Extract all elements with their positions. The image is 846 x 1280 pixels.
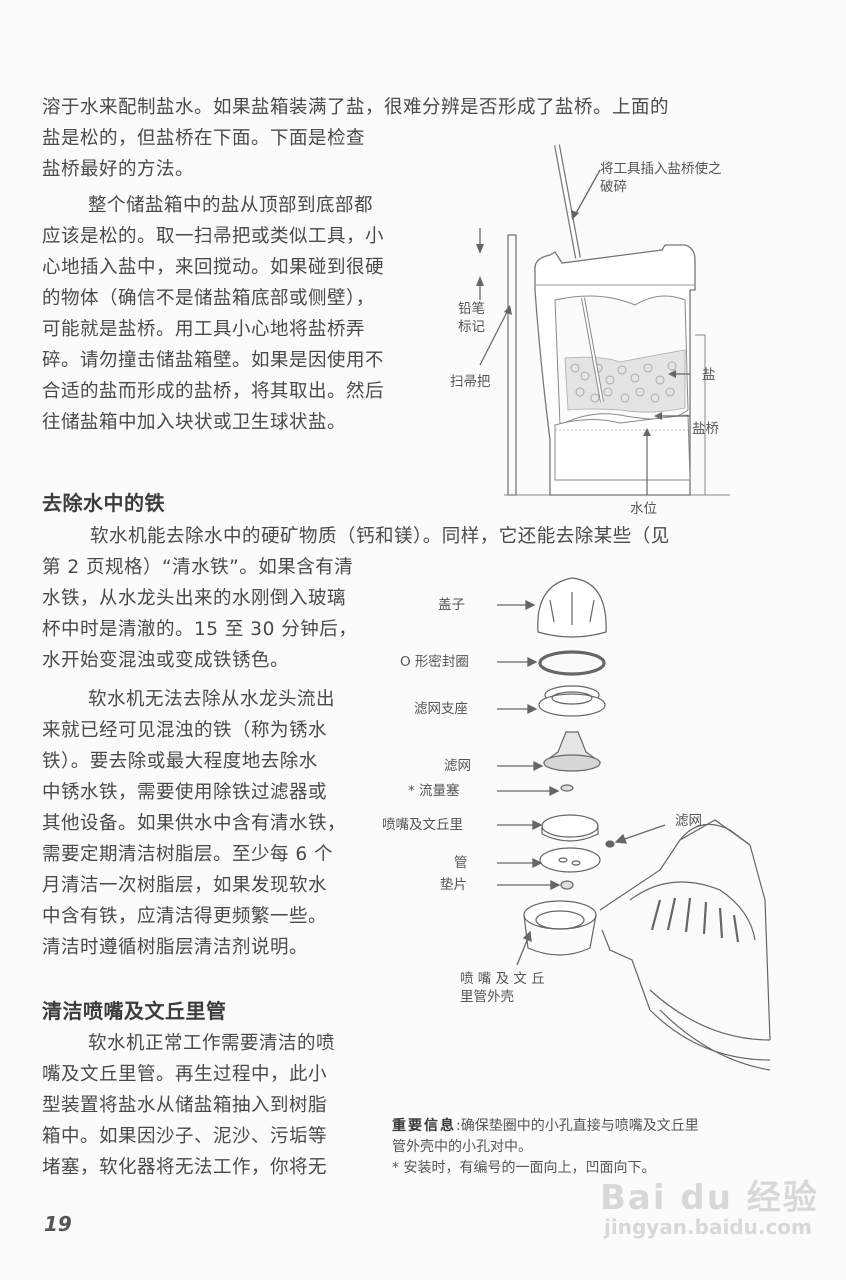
- text-line: 中含有铁，应清洁得更频繁一些。: [42, 906, 328, 927]
- text-line: 杯中时是清澈的。15 至 30 分钟后，: [42, 619, 358, 640]
- baidu-watermark: Bai du 经验: [600, 1178, 819, 1218]
- text-line: 盐是松的，但盐桥在下面。下面是检查: [42, 128, 366, 149]
- nozzle-venturi-illustration: [497, 577, 771, 1071]
- text-line: 需要定期清洁树脂层。至少每 6 个: [42, 844, 334, 865]
- text-line: 水铁，从水龙头出来的水刚倒入玻璃: [42, 588, 347, 609]
- text-line: 软水机正常工作需要清洁的喷: [88, 1033, 336, 1054]
- salt-tank-figure: 将工具插入盐桥使之 破碎 铅笔 标记 扫帚把 盐 盐桥 水位: [440, 140, 770, 520]
- label-cap: 盖子: [438, 597, 465, 613]
- label-screen-right: 滤网: [675, 813, 702, 829]
- caption-line-2: 管外壳中的小孔对中。: [392, 1139, 532, 1155]
- caption-text: :确保垫圈中的小孔直接与喷嘴及文丘里: [456, 1118, 699, 1134]
- label-line: 标记: [458, 319, 485, 335]
- text-line: 合适的盐而形成的盐桥，将其取出。然后: [42, 381, 385, 402]
- page-number: 19: [44, 1212, 72, 1236]
- text-line: 整个储盐箱中的盐从顶部到底部都: [88, 195, 374, 216]
- label-line: 将工具插入盐桥使之: [600, 161, 722, 177]
- intro-paragraph: 溶于水来配制盐水。如果盐箱装满了盐，很难分辨是否形成了盐桥。上面的 盐是松的，但…: [42, 92, 669, 185]
- label-screen-support: 滤网支座: [414, 701, 468, 717]
- label-broom-handle: 扫帚把: [450, 374, 491, 390]
- text-line: 来就已经可见混浊的铁（称为锈水: [42, 720, 328, 741]
- text-line: 软水机能去除水中的硬矿物质（钙和镁）。同样，它还能去除某些（见: [90, 526, 670, 547]
- text-line: 月清洁一次树脂层，如果发现软水: [42, 875, 328, 896]
- label-salt-bridge: 盐桥: [692, 421, 719, 437]
- label-nozzle-venturi: 喷嘴及文丘里: [382, 817, 463, 833]
- text-line: 应该是松的。取一扫帚把或类似工具，小: [42, 226, 385, 247]
- text-line: 箱中。如果因沙子、泥沙、污垢等: [42, 1126, 328, 1147]
- text-line: 堵塞，软化器将无法工作，你将无: [42, 1157, 328, 1178]
- salt-bridge-paragraph: 整个储盐箱中的盐从顶部到底部都 应该是松的。取一扫帚把或类似工具，小 心地插入盐…: [42, 190, 384, 438]
- text-line: 碎。请勿撞击储盐箱壁。如果是因使用不: [42, 350, 385, 371]
- text-line: 铁）。要去除或最大程度地去除水: [42, 751, 318, 772]
- section-heading-nozzle: 清洁喷嘴及文丘里管: [42, 999, 227, 1023]
- text-line: 盐桥最好的方法。: [42, 159, 195, 180]
- label-gasket: 垫片: [440, 877, 467, 893]
- iron-paragraph-1: 软水机能去除水中的硬矿物质（钙和镁）。同样，它还能去除某些（见 第 2 页规格）…: [42, 521, 670, 676]
- nozzle-venturi-figure: 盖子 O 形密封圈 滤网支座 滤网 * 流量塞 喷嘴及文丘里 管 垫片 滤网 喷…: [370, 570, 830, 1110]
- label-line: 破碎: [600, 179, 627, 195]
- text-line: 型装置将盐水从储盐箱抽入到树脂: [42, 1095, 328, 1116]
- label-line: 喷 嘴 及 文 丘: [460, 971, 545, 987]
- section-heading-iron: 去除水中的铁: [42, 491, 165, 515]
- text-line: 嘴及文丘里管。再生过程中，此小: [42, 1064, 328, 1085]
- text-line: 清洁时遵循树脂层清洁剂说明。: [42, 937, 309, 958]
- salt-tank-illustration: [476, 144, 730, 496]
- figure-caption: 重要信息:确保垫圈中的小孔直接与喷嘴及文丘里 管外壳中的小孔对中。 * 安装时，…: [392, 1116, 699, 1179]
- text-line: 软水机无法去除从水龙头流出: [88, 689, 336, 710]
- label-screen: 滤网: [444, 758, 471, 774]
- text-line: 心地插入盐中，来回搅动。如果碰到很硬: [42, 257, 385, 278]
- text-line: 第 2 页规格）“清水铁”。如果含有清: [42, 557, 354, 578]
- text-line: 往储盐箱中加入块状或卫生球状盐。: [42, 412, 347, 433]
- label-tube: 管: [454, 855, 468, 871]
- label-insert-tool: 将工具插入盐桥使之 破碎: [600, 160, 722, 196]
- nozzle-paragraph: 软水机正常工作需要清洁的喷 嘴及文丘里管。再生过程中，此小 型装置将盐水从储盐箱…: [42, 1028, 335, 1183]
- iron-paragraph-2: 软水机无法去除从水龙头流出 来就已经可见混浊的铁（称为锈水 铁）。要去除或最大程…: [42, 684, 346, 963]
- baidu-watermark-url: jingyan.baidu.com: [604, 1215, 812, 1239]
- caption-important-label: 重要信息: [392, 1118, 456, 1134]
- text-line: 水开始变混浊或变成铁锈色。: [42, 650, 290, 671]
- label-line: 里管外壳: [460, 989, 514, 1005]
- text-line: 可能就是盐桥。用工具小心地将盐桥弄: [42, 319, 366, 340]
- label-salt: 盐: [702, 367, 716, 383]
- label-housing: 喷 嘴 及 文 丘 里管外壳: [460, 970, 545, 1006]
- caption-line-3: * 安装时，有编号的一面向上，凹面向下。: [392, 1160, 656, 1176]
- label-line: 铅笔: [458, 301, 485, 317]
- text-line: 其他设备。如果供水中含有清水铁，: [42, 813, 347, 834]
- label-water-level: 水位: [630, 501, 657, 517]
- text-line: 的物体（确信不是储盐箱底部或侧壁），: [42, 288, 375, 309]
- label-pencil-mark: 铅笔 标记: [458, 300, 485, 336]
- text-line: 溶于水来配制盐水。如果盐箱装满了盐，很难分辨是否形成了盐桥。上面的: [42, 97, 670, 118]
- label-flow-plug: * 流量塞: [408, 783, 460, 799]
- text-line: 中锈水铁，需要使用除铁过滤器或: [42, 782, 328, 803]
- caption-line-1: 重要信息:确保垫圈中的小孔直接与喷嘴及文丘里: [392, 1116, 699, 1137]
- label-o-ring: O 形密封圈: [400, 654, 469, 670]
